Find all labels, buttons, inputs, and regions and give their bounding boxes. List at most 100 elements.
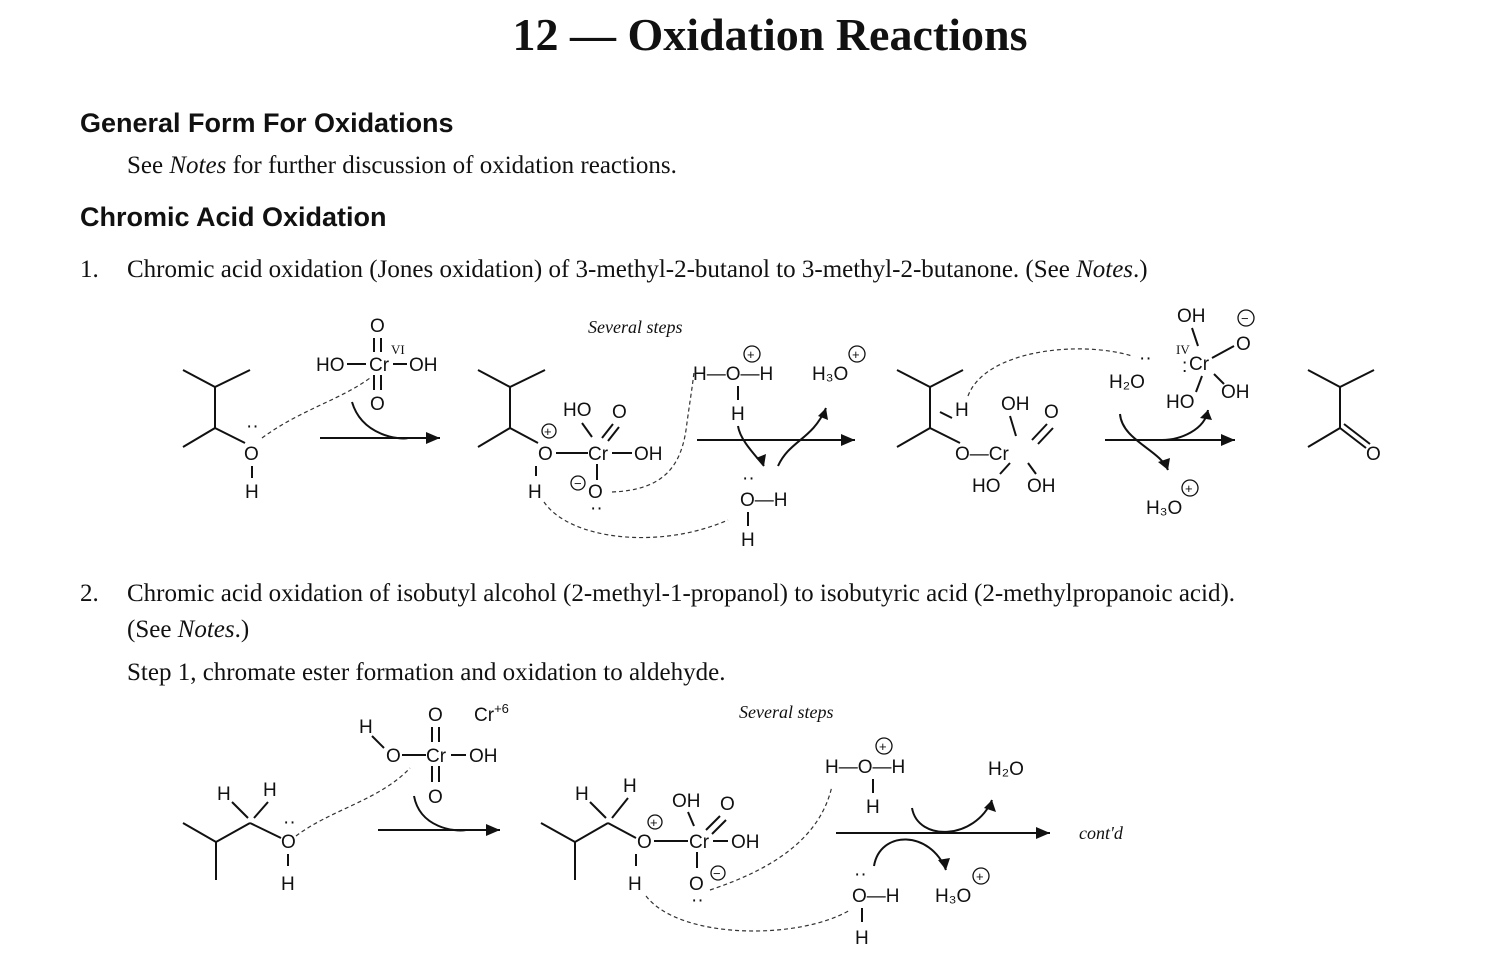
svg-text:OH: OH <box>634 444 663 465</box>
step-1-text: Step 1, chromate ester formation and oxi… <box>127 659 726 686</box>
general-form-heading: General Form For Oxidations <box>80 108 454 138</box>
chromate-ester-intermediate: + O Cr OH HO O O − ·· H <box>477 369 663 519</box>
svg-text:H—O—H: H—O—H <box>825 757 905 778</box>
svg-text:H: H <box>866 797 880 818</box>
svg-text:H: H <box>731 404 745 425</box>
chromic-acid-heading: Chromic Acid Oxidation <box>80 202 387 232</box>
svg-text:+: + <box>879 739 887 754</box>
svg-text:OH: OH <box>409 355 438 376</box>
svg-text:+: + <box>1185 481 1193 496</box>
chromate-ester-intermediate-2: H H + O Cr OH OH O O − ·· H <box>540 776 760 911</box>
svg-text:VI: VI <box>391 342 405 357</box>
svg-text:··: ·· <box>246 416 259 437</box>
svg-text:Cr: Cr <box>426 746 447 767</box>
svg-text:Cr: Cr <box>1189 354 1210 375</box>
svg-text:O: O <box>1236 334 1251 355</box>
svg-text:−: − <box>713 866 721 881</box>
substrate-alcohol: O ·· H <box>182 369 259 503</box>
svg-text:O—H: O—H <box>740 490 788 511</box>
item-1-number: 1. <box>80 256 99 283</box>
svg-text:O: O <box>428 705 443 726</box>
svg-text:IV: IV <box>1176 342 1190 357</box>
item-2-line-1: Chromic acid oxidation of isobutyl alcoh… <box>127 580 1236 607</box>
svg-text:H₃O: H₃O <box>812 364 848 385</box>
svg-text:OH: OH <box>672 791 701 812</box>
svg-text:+: + <box>544 424 552 439</box>
hydronium-water-pair: + H—O—H H H₃O + O—H ·· H <box>693 345 866 551</box>
svg-text:OH: OH <box>1027 476 1056 497</box>
svg-text:O: O <box>281 832 296 853</box>
chromium-iv-intermediate: H O—Cr OH O HO OH <box>896 369 1059 497</box>
svg-text:HO: HO <box>563 400 592 421</box>
svg-text:H: H <box>281 874 295 895</box>
svg-text:O: O <box>588 482 603 503</box>
several-steps-label-1: Several steps <box>588 317 682 337</box>
hydronium-water-pair-2: + H—O—H H H₂O O—H ·· H H₃O + <box>825 737 1024 949</box>
svg-text:H: H <box>217 784 231 805</box>
svg-text:+: + <box>976 869 984 884</box>
chromic-acid-reagent: O VI HO Cr OH O <box>316 316 438 415</box>
svg-text:H—O—H: H—O—H <box>693 364 773 385</box>
svg-text:HO: HO <box>972 476 1001 497</box>
svg-text:H: H <box>359 717 373 738</box>
item-1-text: Chromic acid oxidation (Jones oxidation)… <box>127 256 1148 283</box>
svg-text:O: O <box>370 394 385 415</box>
svg-text:H: H <box>855 928 869 949</box>
item-2-line-2: (See Notes.) <box>127 616 250 643</box>
svg-text:Cr: Cr <box>369 355 390 376</box>
svg-text:O: O <box>689 874 704 895</box>
ketone-product: O <box>1307 369 1381 465</box>
svg-text:+: + <box>852 347 860 362</box>
svg-text:H: H <box>955 400 969 421</box>
svg-text:Cr: Cr <box>689 832 710 853</box>
general-form-text: See Notes for further discussion of oxid… <box>127 152 677 179</box>
page-title: 12 — Oxidation Reactions <box>512 9 1028 60</box>
svg-text:O: O <box>720 794 735 815</box>
svg-text:H₃O: H₃O <box>935 886 971 907</box>
svg-text:··: ·· <box>1139 348 1152 369</box>
h3o-product-1: H₃O <box>1146 498 1182 519</box>
svg-text:H: H <box>741 530 755 551</box>
svg-text:Cr: Cr <box>588 444 609 465</box>
svg-text:H: H <box>623 776 637 797</box>
isobutyl-alcohol-substrate: H H O ·· H <box>182 780 296 895</box>
contd-label: cont'd <box>1079 823 1124 843</box>
svg-text:+: + <box>747 347 755 362</box>
svg-text:H₂O: H₂O <box>1109 372 1145 393</box>
svg-text:H: H <box>628 874 642 895</box>
svg-text:OH: OH <box>469 746 498 767</box>
water-and-cr-iv: H₂O ·· OH IV Cr : − O HO OH <box>1109 306 1255 413</box>
svg-text:O: O <box>428 787 443 808</box>
svg-text:··: ·· <box>691 890 704 911</box>
svg-text:OH: OH <box>1001 394 1030 415</box>
cr6-label: Cr+6 <box>474 701 509 726</box>
svg-text:OH: OH <box>731 832 760 853</box>
svg-text:−: − <box>574 476 582 491</box>
svg-text:H: H <box>575 784 589 805</box>
several-steps-label-2: Several steps <box>739 702 833 722</box>
svg-text:··: ·· <box>854 864 867 885</box>
svg-text:O: O <box>612 402 627 423</box>
svg-text:H₂O: H₂O <box>988 759 1024 780</box>
svg-text:O: O <box>538 444 553 465</box>
svg-text:O: O <box>1366 444 1381 465</box>
svg-text::: : <box>1182 356 1187 377</box>
svg-text:··: ·· <box>283 812 296 833</box>
svg-text:O: O <box>1044 402 1059 423</box>
svg-text:OH: OH <box>1177 306 1206 327</box>
svg-text:H: H <box>245 482 259 503</box>
svg-text:+: + <box>650 815 658 830</box>
svg-text:··: ·· <box>742 468 755 489</box>
svg-text:H: H <box>528 482 542 503</box>
svg-text:H: H <box>263 780 277 801</box>
svg-text:O: O <box>386 746 401 767</box>
svg-text:O: O <box>370 316 385 337</box>
svg-text:HO: HO <box>316 355 345 376</box>
svg-text:OH: OH <box>1221 382 1250 403</box>
chromic-acid-reagent-2: H O O Cr OH O Cr+6 <box>359 701 509 808</box>
item-2-number: 2. <box>80 580 99 607</box>
svg-text:O: O <box>637 832 652 853</box>
svg-text:−: − <box>1241 311 1249 326</box>
